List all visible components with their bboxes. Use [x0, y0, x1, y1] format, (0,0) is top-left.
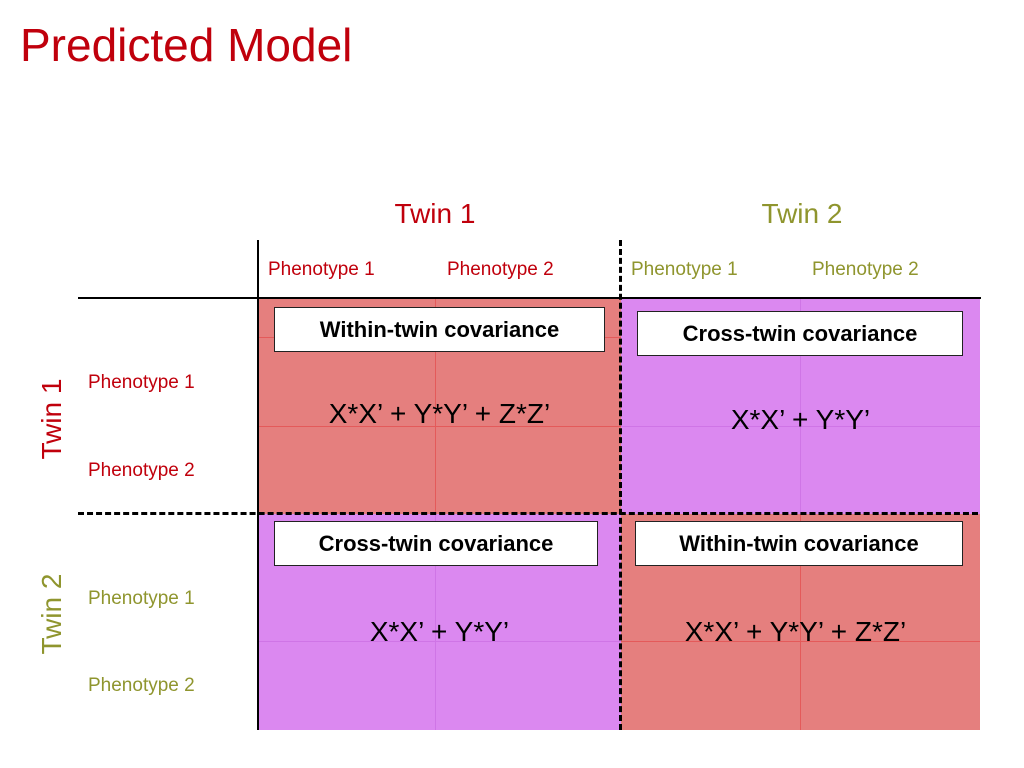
row-twin1-phenotype-2: Phenotype 2: [88, 460, 195, 481]
column-twin1-phenotype-1: Phenotype 1: [268, 259, 375, 280]
grid-line: [621, 641, 980, 642]
grid-line: [621, 426, 980, 427]
row-header-twin-2: Twin 2: [36, 573, 67, 655]
page-title: Predicted Model: [20, 19, 353, 71]
label-within-twin-covariance: Within-twin covariance: [274, 307, 605, 352]
grid-line: [258, 426, 621, 427]
formula-bottom-left: X*X’ + Y*Y’: [369, 616, 510, 647]
formula-top-left: X*X’ + Y*Y’ + Z*Z’: [328, 398, 551, 429]
formula-bottom-right: X*X’ + Y*Y’ + Z*Z’: [684, 616, 907, 647]
grid-line: [800, 514, 801, 730]
grid-line: [800, 298, 801, 514]
column-twin2-phenotype-1: Phenotype 1: [631, 259, 738, 280]
column-twin1-phenotype-2: Phenotype 2: [447, 259, 554, 280]
twin-separator-horizontal: [78, 512, 978, 515]
formula-top-right: X*X’ + Y*Y’: [730, 404, 871, 435]
grid-line: [435, 514, 436, 730]
axis-line-vertical: [257, 240, 259, 730]
column-header-twin-2: Twin 2: [761, 198, 843, 229]
row-twin1-phenotype-1: Phenotype 1: [88, 372, 195, 393]
row-twin2-phenotype-1: Phenotype 1: [88, 588, 195, 609]
column-header-twin-1: Twin 1: [394, 198, 476, 229]
row-twin2-phenotype-2: Phenotype 2: [88, 675, 195, 696]
grid-line: [435, 298, 436, 514]
grid-line: [258, 641, 621, 642]
row-header-twin-1: Twin 1: [36, 378, 67, 460]
axis-line-horizontal: [78, 297, 981, 299]
label-cross-twin-covariance: Cross-twin covariance: [637, 311, 963, 356]
label-within-twin-covariance: Within-twin covariance: [635, 521, 963, 566]
label-cross-twin-covariance: Cross-twin covariance: [274, 521, 598, 566]
twin-separator-vertical: [619, 240, 622, 730]
column-twin2-phenotype-2: Phenotype 2: [812, 259, 919, 280]
